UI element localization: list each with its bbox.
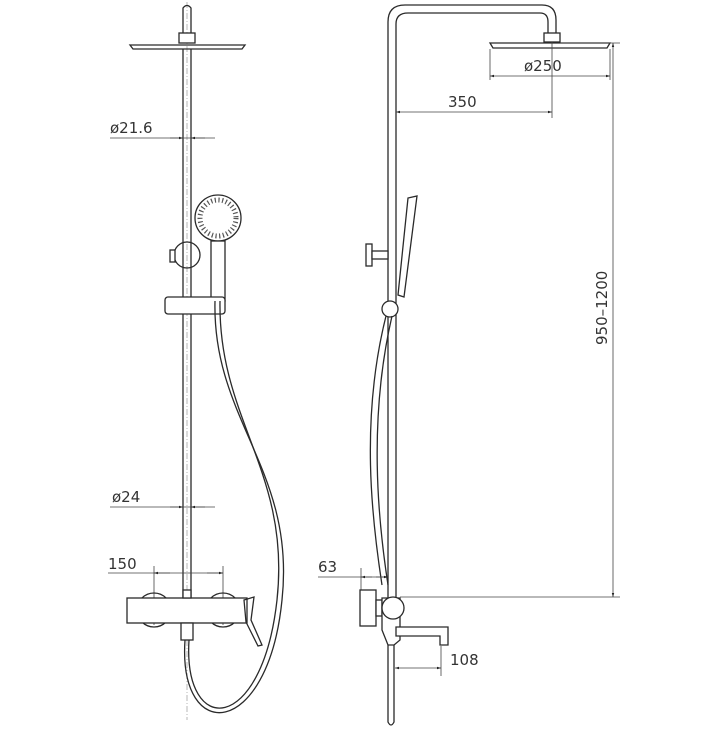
wall-plate-side [359,589,377,627]
hose-inner [188,300,280,709]
bracket-side [371,250,389,260]
hose-pipe-side [387,645,395,726]
rain-head-front [128,44,247,50]
arm-inner [395,12,549,598]
spout [395,626,449,646]
front-view: ø21.6 ø24 150 [108,2,285,720]
dim-pipe-lower: ø24 [110,488,215,509]
dim-head-diameter: ø250 [489,49,611,80]
top-pipe-stub [182,4,192,40]
dim-label: ø24 [112,488,140,506]
mixer-body [126,597,248,624]
dim-arm-reach: 350 [396,42,553,118]
hose-outlet [180,622,194,641]
dim-label: 108 [450,651,479,669]
dim-label: 63 [318,558,337,576]
arm-outer [387,4,557,598]
side-view: ø250 350 950–1200 63 108 [318,4,620,726]
dim-label: 950–1200 [593,271,611,345]
slide-holder [164,296,226,315]
dim-label: ø250 [524,57,562,75]
dim-spout: 108 [395,646,479,676]
dim-label: ø21.6 [110,119,153,137]
dim-pipe-upper: ø21.6 [110,119,215,140]
dim-label: 350 [448,93,477,111]
slide-ball [381,300,399,318]
head-connector [178,32,196,44]
dim-label: 150 [108,555,137,573]
hose-outer [184,300,285,714]
rain-head-side [488,42,612,49]
hose-side-outer [369,315,387,586]
mixer-lever [243,596,263,647]
dim-mixer-centers: 150 [108,555,224,625]
hand-shower-handle [210,240,226,302]
dim-height: 950–1200 [400,42,620,598]
hand-shower-side [397,195,418,298]
dim-wall-offset: 63 [318,558,388,590]
